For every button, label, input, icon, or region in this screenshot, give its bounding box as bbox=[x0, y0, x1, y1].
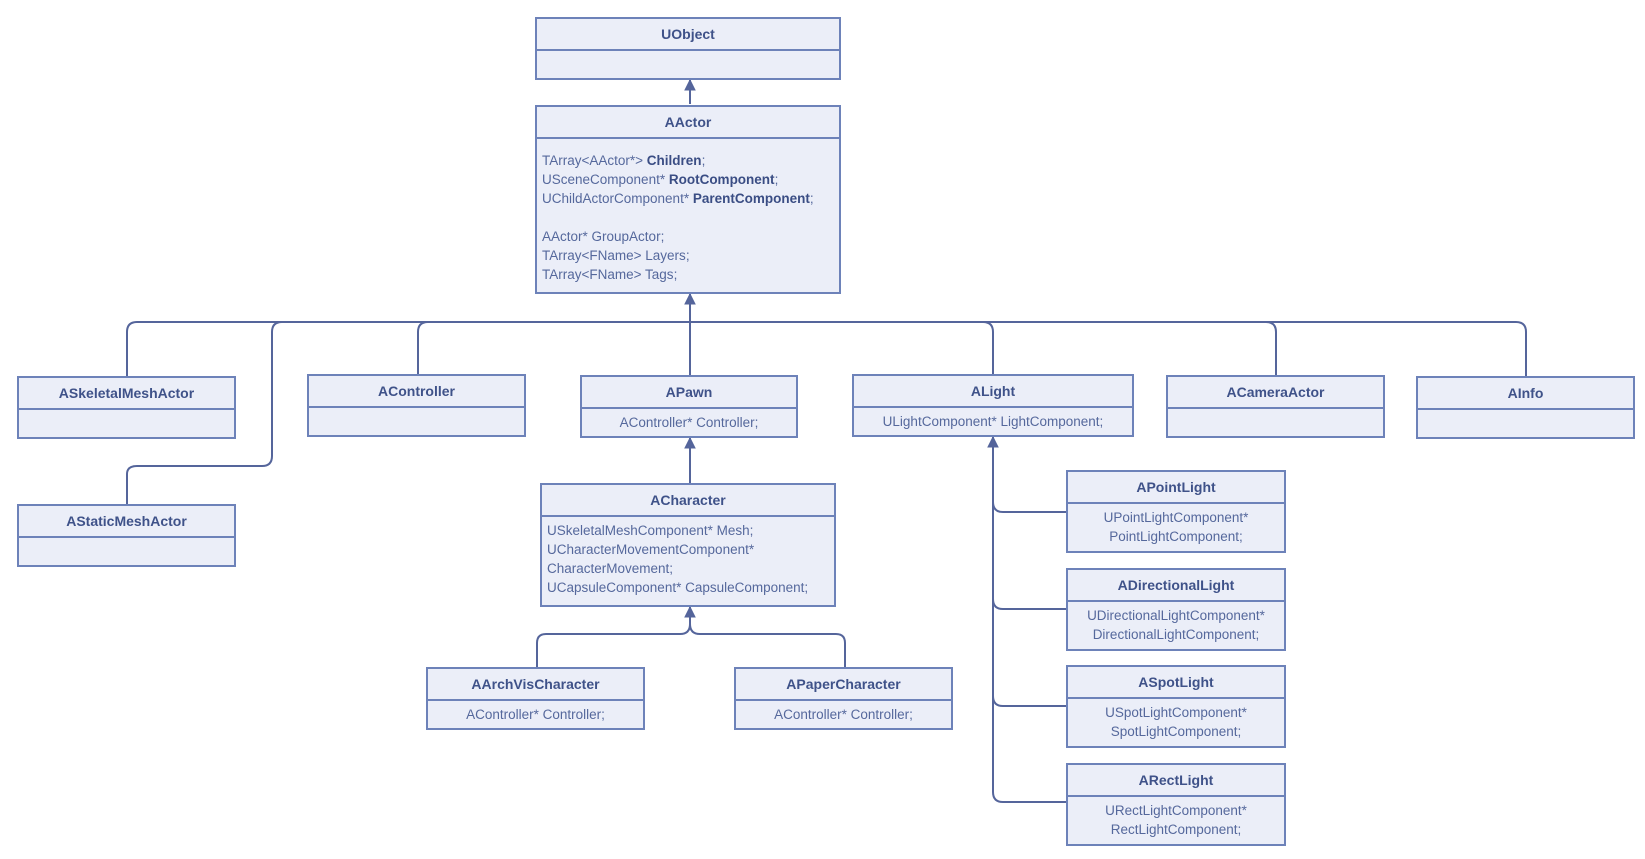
inheritance-line-aarchvischaracter bbox=[536, 607, 691, 667]
inheritance-line-aspotlight bbox=[992, 437, 1066, 707]
class-fields bbox=[1168, 409, 1383, 417]
field-light-component: ULightComponent* LightComponent; bbox=[882, 414, 1104, 429]
class-fields: AController* Controller; bbox=[428, 701, 643, 728]
class-fields: USpotLightComponent* SpotLightComponent; bbox=[1068, 699, 1284, 745]
class-box-ainfo: AInfo bbox=[1416, 376, 1635, 439]
class-box-acontroller: AController bbox=[307, 374, 526, 437]
class-fields bbox=[309, 408, 524, 416]
class-fields bbox=[537, 51, 839, 59]
field-type: URectLightComponent* bbox=[1105, 803, 1247, 818]
inheritance-line-acontroller bbox=[417, 321, 690, 374]
class-name: APaperCharacter bbox=[736, 669, 951, 701]
field-name: DirectionalLightComponent; bbox=[1092, 627, 1260, 642]
class-box-uobject: UObject bbox=[535, 17, 841, 80]
class-name: AStaticMeshActor bbox=[19, 506, 234, 538]
class-name: AController bbox=[309, 376, 524, 408]
inheritance-arrowhead-acharacter bbox=[684, 605, 696, 618]
class-fields: USkeletalMeshComponent* Mesh; UCharacter… bbox=[542, 517, 834, 601]
class-box-acameraactor: ACameraActor bbox=[1166, 375, 1385, 438]
class-fields: UDirectionalLightComponent* DirectionalL… bbox=[1068, 602, 1284, 648]
field-controller: AController* Controller; bbox=[466, 707, 605, 722]
field-parent-component: UChildActorComponent* ParentComponent; bbox=[542, 191, 814, 206]
class-fields: AController* Controller; bbox=[582, 409, 796, 436]
inheritance-arrowhead-apawn bbox=[684, 436, 696, 449]
class-box-apawn: APawn AController* Controller; bbox=[580, 375, 798, 438]
field-children: TArray<AActor*> Children; bbox=[542, 153, 706, 168]
class-box-apapercharacter: APaperCharacter AController* Controller; bbox=[734, 667, 953, 730]
inheritance-arrowhead-alight bbox=[987, 435, 999, 448]
class-name: ACharacter bbox=[542, 485, 834, 517]
class-fields bbox=[19, 410, 234, 418]
class-name: AArchVisCharacter bbox=[428, 669, 643, 701]
field-controller: AController* Controller; bbox=[619, 415, 759, 430]
class-name: APawn bbox=[582, 377, 796, 409]
inheritance-line-arectlight bbox=[992, 437, 1066, 803]
inheritance-line-adirectionallight bbox=[992, 437, 1066, 610]
class-box-acharacter: ACharacter USkeletalMeshComponent* Mesh;… bbox=[540, 483, 836, 607]
class-name: AInfo bbox=[1418, 378, 1633, 410]
field-mesh: USkeletalMeshComponent* Mesh; bbox=[547, 523, 754, 538]
field-movement-type: UCharacterMovementComponent* bbox=[547, 542, 755, 557]
class-name: ADirectionalLight bbox=[1068, 570, 1284, 602]
class-box-apointlight: APointLight UPointLightComponent* PointL… bbox=[1066, 470, 1286, 553]
class-name: ACameraActor bbox=[1168, 377, 1383, 409]
field-type: USpotLightComponent* bbox=[1105, 705, 1247, 720]
field-spacer bbox=[542, 208, 834, 227]
class-name: ARectLight bbox=[1068, 765, 1284, 797]
field-layers: TArray<FName> Layers; bbox=[542, 248, 690, 263]
field-type: UDirectionalLightComponent* bbox=[1087, 608, 1265, 623]
class-name: AActor bbox=[537, 107, 839, 139]
class-fields bbox=[1418, 410, 1633, 418]
class-box-aspotlight: ASpotLight USpotLightComponent* SpotLigh… bbox=[1066, 665, 1286, 748]
inheritance-line-askeletalmeshactor bbox=[126, 294, 691, 376]
inheritance-arrowhead-aactor bbox=[684, 292, 696, 305]
class-fields bbox=[19, 538, 234, 546]
field-tags: TArray<FName> Tags; bbox=[542, 267, 678, 282]
inheritance-line-alight bbox=[690, 321, 994, 374]
class-box-adirectionallight: ADirectionalLight UDirectionalLightCompo… bbox=[1066, 568, 1286, 651]
class-name: APointLight bbox=[1068, 472, 1284, 504]
inheritance-line-ainfo bbox=[690, 321, 1527, 376]
field-controller: AController* Controller; bbox=[774, 707, 913, 722]
class-box-aarchvischaracter: AArchVisCharacter AController* Controlle… bbox=[426, 667, 645, 730]
inheritance-line-apapercharacter bbox=[689, 607, 846, 667]
class-box-astaticmeshactor: AStaticMeshActor bbox=[17, 504, 236, 567]
inheritance-line-acameraactor bbox=[690, 321, 1277, 375]
class-box-arectlight: ARectLight URectLightComponent* RectLigh… bbox=[1066, 763, 1286, 846]
class-fields: URectLightComponent* RectLightComponent; bbox=[1068, 797, 1284, 843]
inheritance-line-apointlight bbox=[992, 437, 1066, 513]
class-name: ASkeletalMeshActor bbox=[19, 378, 234, 410]
field-name: SpotLightComponent; bbox=[1110, 724, 1242, 739]
field-root-component: USceneComponent* RootComponent; bbox=[542, 172, 779, 187]
class-fields: AController* Controller; bbox=[736, 701, 951, 728]
class-box-alight: ALight ULightComponent* LightComponent; bbox=[852, 374, 1134, 437]
field-name: RectLightComponent; bbox=[1110, 822, 1242, 837]
class-name: ASpotLight bbox=[1068, 667, 1284, 699]
class-fields: UPointLightComponent* PointLightComponen… bbox=[1068, 504, 1284, 550]
field-capsule: UCapsuleComponent* CapsuleComponent; bbox=[547, 580, 809, 595]
class-name: ALight bbox=[854, 376, 1132, 408]
field-movement-name: CharacterMovement; bbox=[547, 561, 674, 576]
class-box-askeletalmeshactor: ASkeletalMeshActor bbox=[17, 376, 236, 439]
class-name: UObject bbox=[537, 19, 839, 51]
inheritance-arrowhead-uobject bbox=[684, 78, 696, 91]
class-fields: TArray<AActor*> Children; USceneComponen… bbox=[537, 139, 839, 288]
class-fields: ULightComponent* LightComponent; bbox=[854, 408, 1132, 435]
class-box-aactor: AActor TArray<AActor*> Children; USceneC… bbox=[535, 105, 841, 294]
field-group-actor: AActor* GroupActor; bbox=[542, 229, 665, 244]
field-type: UPointLightComponent* bbox=[1103, 510, 1249, 525]
field-name: PointLightComponent; bbox=[1109, 529, 1243, 544]
